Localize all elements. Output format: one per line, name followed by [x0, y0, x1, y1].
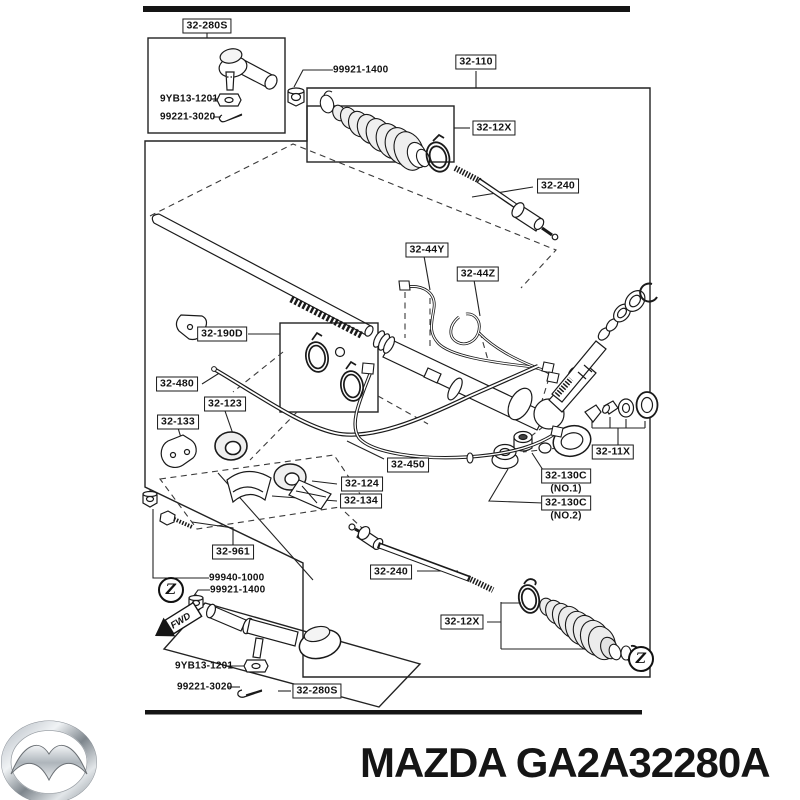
- part-label-boxed: 32-12X: [472, 120, 516, 136]
- rack-shaft: [151, 213, 374, 340]
- lock-nut-top: [287, 87, 305, 107]
- nut-99940: [142, 490, 158, 508]
- mazda-wings: [10, 744, 88, 782]
- part-label-boxed: 32-190D: [197, 326, 247, 342]
- part-sub-label: (NO.1): [550, 483, 582, 495]
- pipe-32-450: [353, 362, 564, 464]
- part-label-boxed: 32-110: [455, 54, 497, 70]
- mount-bushing-no2: [491, 443, 519, 470]
- top-thick-border: [143, 6, 630, 12]
- part-label-boxed: 32-280S: [182, 18, 232, 34]
- clamp-kit-32-190d: [305, 331, 364, 402]
- boot-clamp-bottom: [517, 578, 541, 614]
- part-sub-label: (NO.2): [550, 510, 582, 522]
- part-label-boxed: 32-44Z: [456, 266, 500, 282]
- boot-inner-box: [306, 105, 455, 163]
- part-label-boxed: 32-130C: [541, 468, 591, 484]
- bracket-32-134: [226, 470, 272, 504]
- cotter-pin-bottom: [237, 689, 263, 698]
- part-label-boxed: 32-134: [340, 493, 382, 509]
- part-label-boxed: 32-961: [212, 544, 254, 560]
- stabilizer-bar: [211, 364, 539, 437]
- part-label-boxed: 32-133: [157, 414, 199, 430]
- tie-rod-detail-box-bottom: [162, 602, 422, 708]
- seal-kit-32-11x: [584, 391, 659, 423]
- steering-boot-bottom: [517, 578, 641, 663]
- part-label: 99940-1000: [209, 572, 265, 584]
- part-label: 99221-3020: [177, 681, 233, 693]
- part-label-boxed: 32-12X: [440, 614, 484, 630]
- mazda-logo: [1, 720, 97, 800]
- part-label-boxed: 32-124: [341, 476, 383, 492]
- steering-boot-top: [319, 90, 451, 173]
- boot-clamp-top: [425, 133, 451, 173]
- tie-rod-end-top: [216, 48, 278, 123]
- tie-rod-detail-box-top: [147, 37, 286, 134]
- part-label: 9YB13-1201: [175, 660, 234, 672]
- part-label-boxed: 32-240: [537, 178, 579, 194]
- part-label: 99221-3020: [160, 111, 216, 123]
- part-label-boxed: 32-280S: [292, 683, 342, 699]
- bushing-32-123: [214, 431, 248, 461]
- part-label-boxed: 32-123: [204, 396, 246, 412]
- part-label-boxed: 32-240: [370, 564, 412, 580]
- z-marker: Z: [158, 577, 184, 603]
- part-label: 9YB13-1201: [160, 93, 219, 105]
- snap-ring: [639, 282, 658, 303]
- part-label-boxed: 32-480: [156, 376, 198, 392]
- part-label-boxed: 32-11X: [591, 444, 635, 460]
- part-label-boxed: 32-130C: [541, 495, 591, 511]
- part-label-boxed: 32-450: [387, 457, 429, 473]
- z-marker: Z: [628, 646, 654, 672]
- bushing-32-124: [273, 463, 332, 510]
- part-label: 99921-1400: [210, 584, 266, 596]
- pinion-shaft: [551, 282, 658, 403]
- inner-tie-rod-top: [453, 165, 559, 241]
- bottom-thick-border: [145, 710, 642, 715]
- clamp-detail-box: [279, 322, 379, 413]
- frame-lines: [143, 6, 651, 715]
- bolt-32-961: [159, 510, 193, 529]
- cotter-pin-top: [218, 113, 243, 123]
- part-label: 99921-1400: [333, 64, 389, 76]
- inner-tie-rod-bottom: [348, 523, 495, 593]
- tie-rod-end-bottom: [205, 603, 342, 698]
- fwd-arrow: FWD: [155, 601, 203, 637]
- part-number-text: MAZDA GA2A32280A: [360, 739, 771, 786]
- bracket-32-133: [160, 434, 197, 468]
- part-label-boxed: 32-44Y: [405, 242, 449, 258]
